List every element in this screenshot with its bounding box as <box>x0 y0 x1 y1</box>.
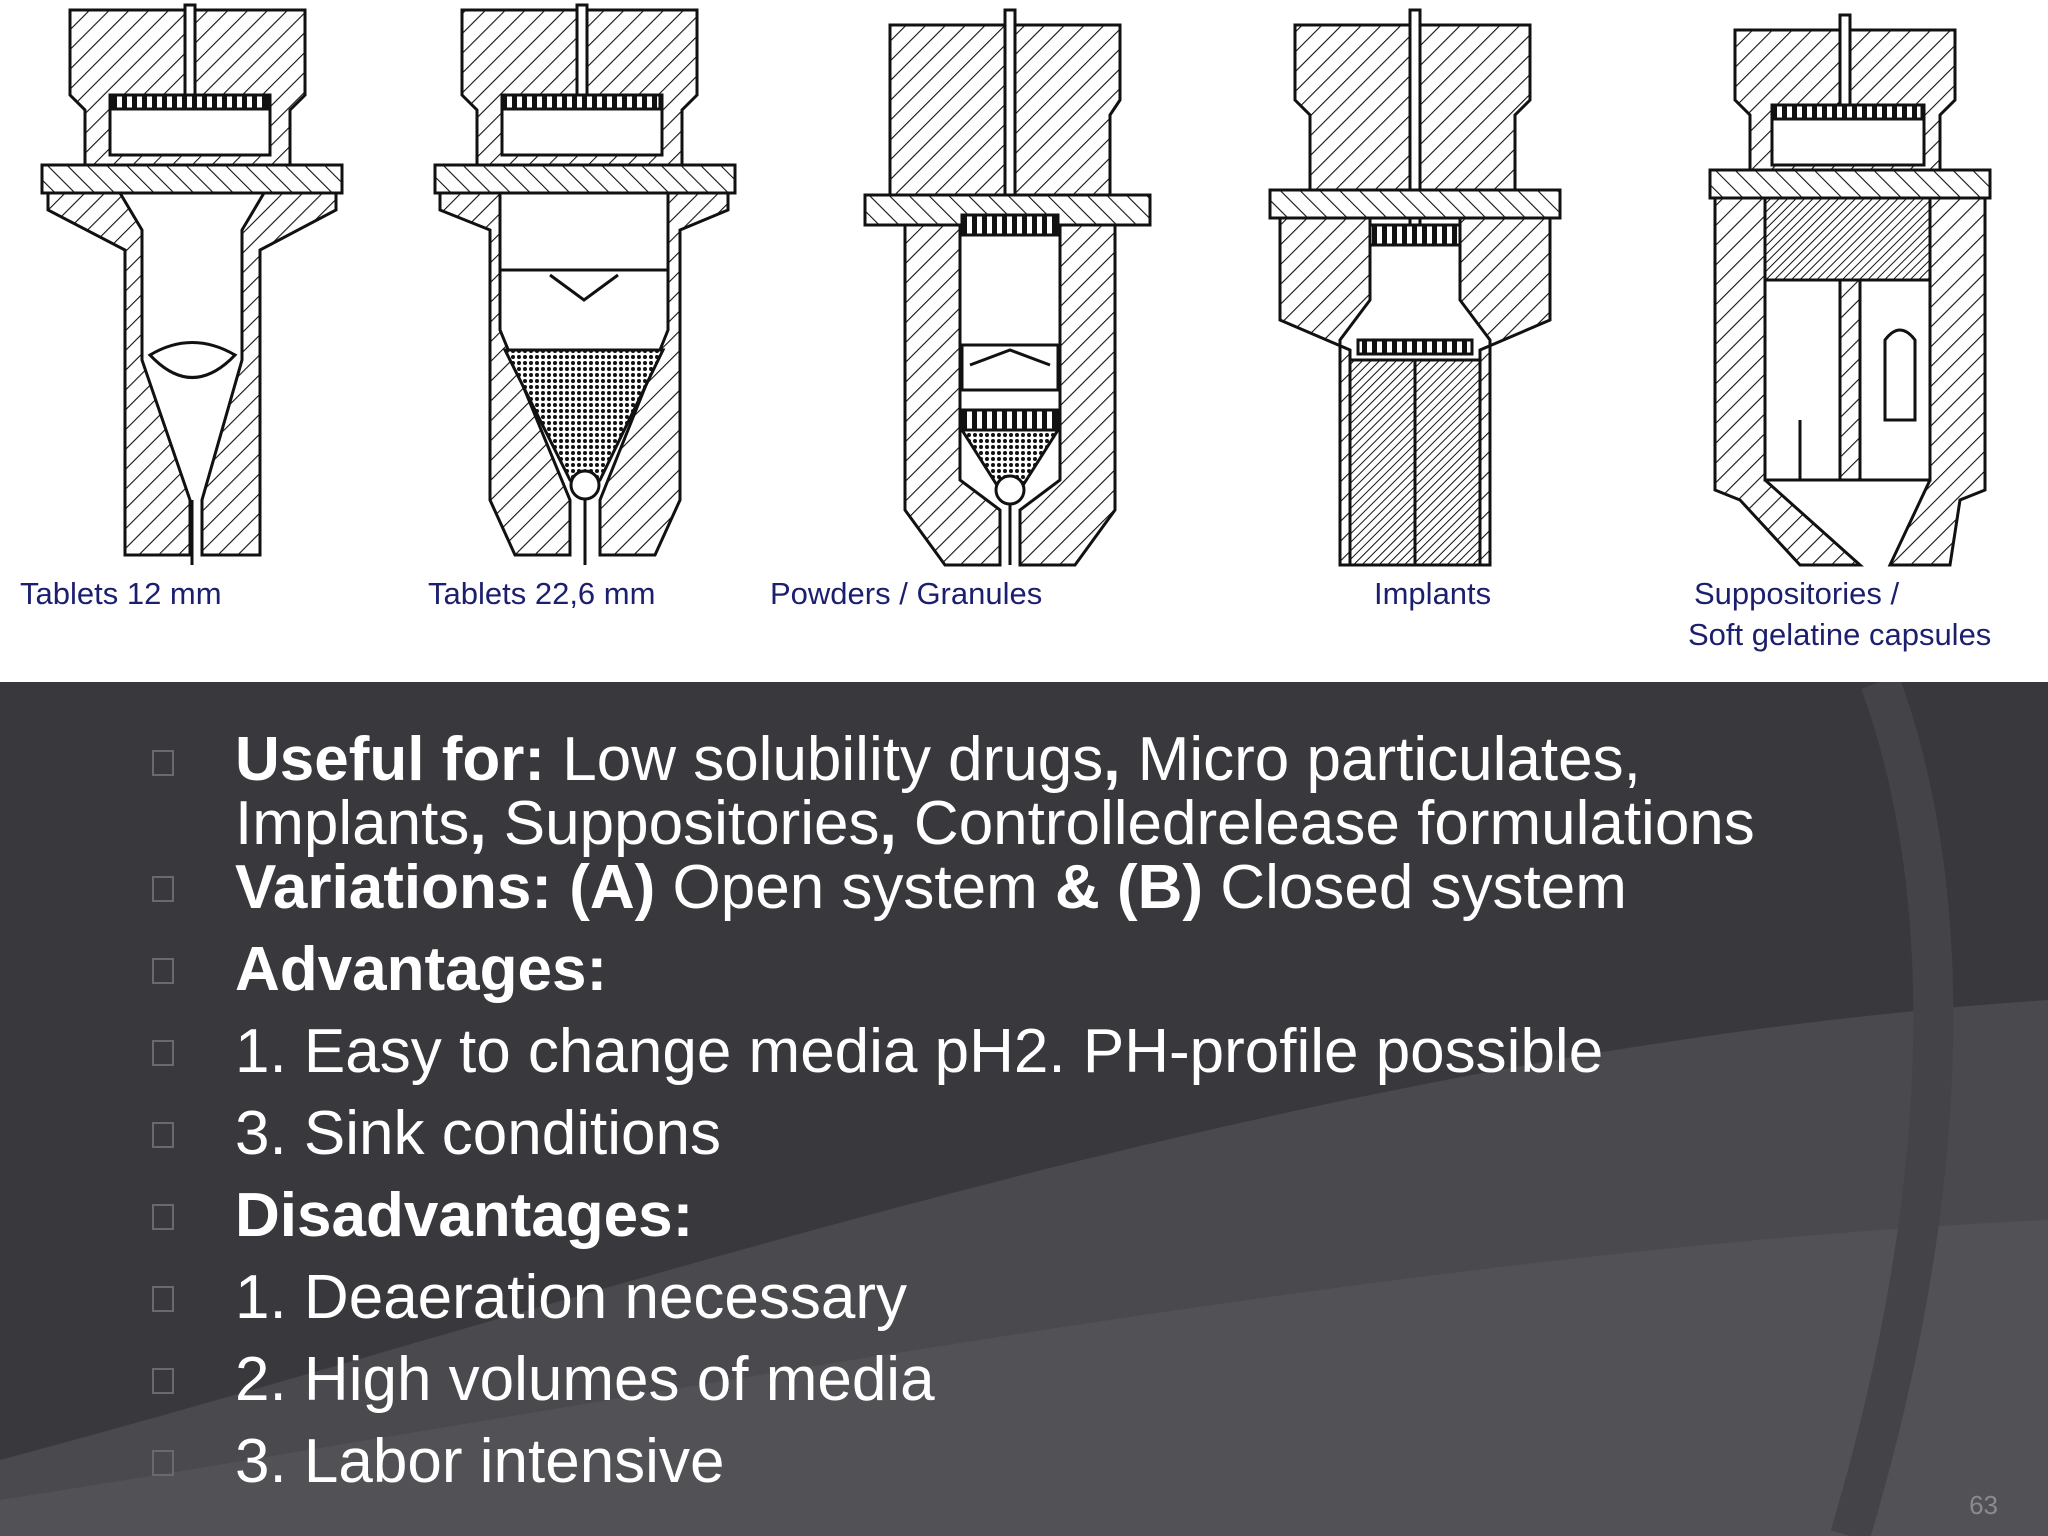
bullet-marker-icon <box>152 1450 174 1476</box>
cell-tablets-22-6mm <box>433 3 737 565</box>
cell-powders-granules <box>863 8 1152 567</box>
bullet-marker-icon <box>152 750 174 776</box>
flow-through-cell-diagrams <box>40 3 1992 567</box>
caption-implants: Implants <box>1374 576 1492 611</box>
bullet-marker-icon <box>152 876 174 902</box>
bullet-text: Disadvantages: <box>235 1181 694 1250</box>
bullet-text: 3. Sink conditions <box>235 1099 721 1168</box>
bullet-text: Variations: (A) Open system & (B) Closed… <box>235 853 1627 922</box>
bullet-marker-icon <box>152 1122 174 1148</box>
bullet-text: 2. High volumes of media <box>235 1345 935 1414</box>
bullet-marker-icon <box>152 1040 174 1066</box>
caption-suppositories: Suppositories / <box>1694 576 1900 611</box>
caption-tablets-22-6mm: Tablets 22,6 mm <box>428 576 656 611</box>
caption-tablets-12mm: Tablets 12 mm <box>20 576 222 611</box>
bullet-text-continuation: Implants, Suppositories, Controlledrelea… <box>235 789 1755 858</box>
cell-tablets-12mm <box>40 3 344 565</box>
bullet-text: Advantages: <box>235 935 608 1004</box>
page-number: 63 <box>1969 1490 1998 1520</box>
bullet-marker-icon <box>152 1204 174 1230</box>
dissolution-cells-figure: Tablets 12 mm Tablets 22,6 mm Powders / … <box>0 0 2048 682</box>
bullet-marker-icon <box>152 1368 174 1394</box>
bullet-text: 1. Deaeration necessary <box>235 1263 908 1332</box>
bullet-text: 1. Easy to change media pH2. PH-profile … <box>235 1017 1604 1086</box>
cell-suppositories-capsules <box>1708 13 1992 567</box>
caption-soft-gelatine-capsules: Soft gelatine capsules <box>1688 617 1992 652</box>
bullet-text: Useful for: Low solubility drugs, Micro … <box>235 725 1641 794</box>
bullet-marker-icon <box>152 1286 174 1312</box>
caption-powders-granules: Powders / Granules <box>770 576 1043 611</box>
bullet-marker-icon <box>152 958 174 984</box>
bullet-text: 3. Labor intensive <box>235 1427 725 1496</box>
cell-implants <box>1268 8 1562 567</box>
